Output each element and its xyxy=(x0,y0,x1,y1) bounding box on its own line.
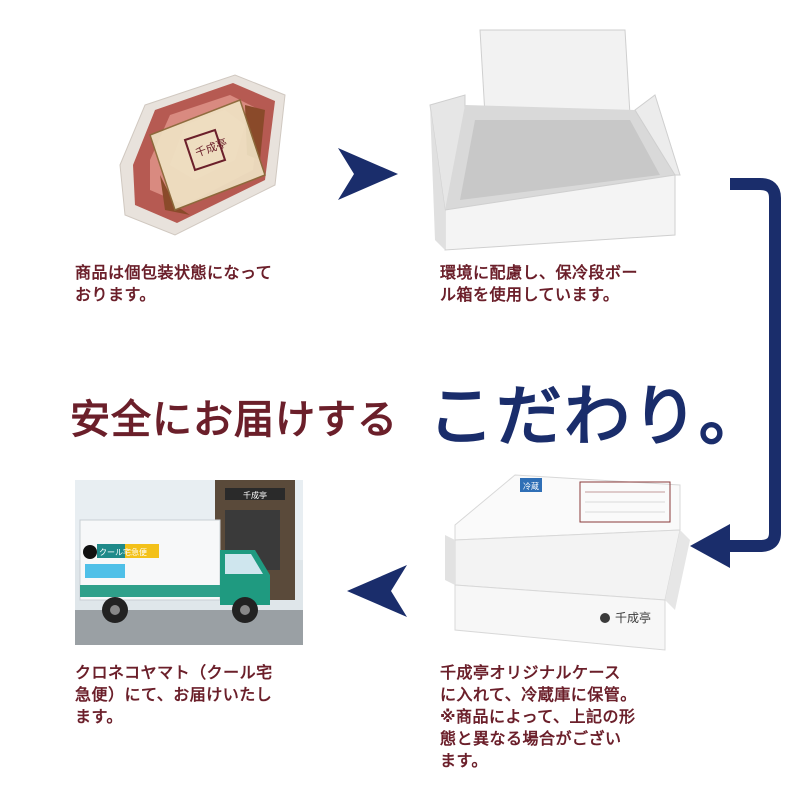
step1-caption: 商品は個包装状態になって おります。 xyxy=(75,263,273,304)
headline-prefix: 安全にお届けする xyxy=(70,396,398,443)
arrow-right-icon xyxy=(338,148,398,200)
product-photo: 千成亭 xyxy=(115,65,290,245)
headline: 安全にお届けする こだわり。 xyxy=(70,365,770,455)
arrow-left-icon xyxy=(347,565,407,617)
open-box-photo xyxy=(425,25,690,255)
box-cold-label: 冷蔵 xyxy=(523,481,539,491)
delivery-truck-photo: 千成亭 クール宅急便 xyxy=(75,480,303,645)
box-brand-label: 千成亭 xyxy=(615,610,651,625)
step2-caption: 環境に配慮し、保冷段ボー ル箱を使用しています。 xyxy=(440,263,639,304)
step4-caption: クロネコヤマト（クール宅 急便）にて、お届けいたし ます。 xyxy=(75,663,273,726)
flow-bracket-icon xyxy=(690,178,785,568)
truck-sign-text: クール宅急便 xyxy=(99,547,147,557)
headline-emphasis: こだわり。 xyxy=(428,377,767,455)
step3-caption: 千成亭オリジナルケース に入れて、冷蔵庫に保管。 ※商品によって、上記の形 態と… xyxy=(440,663,637,770)
shop-sign-text: 千成亭 xyxy=(243,490,267,500)
closed-box-photo: 冷蔵 千成亭 xyxy=(440,470,695,655)
